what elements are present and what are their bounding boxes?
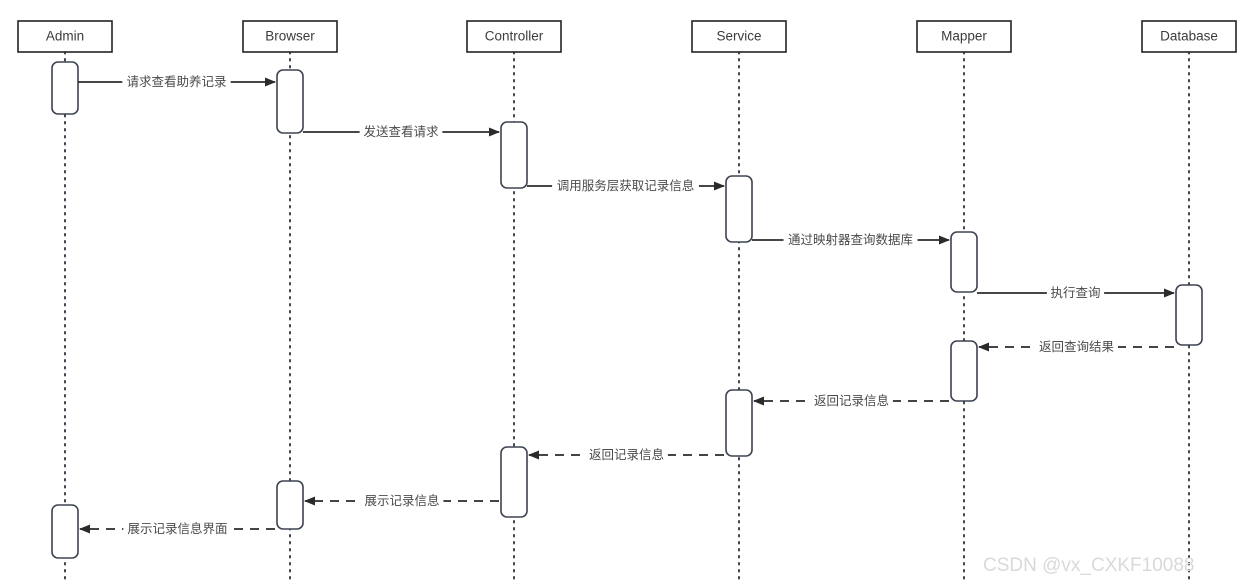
activation-bar-service <box>725 175 753 243</box>
message-1-admin-to-browser: 请求查看助养记录 <box>78 73 276 91</box>
message-label-backing <box>122 73 231 91</box>
message-label-backing <box>1035 338 1118 356</box>
message-label: 返回记录信息 <box>589 447 664 462</box>
message-label: 发送查看请求 <box>363 124 439 139</box>
message-label: 调用服务层获取记录信息 <box>557 178 695 193</box>
activation-bar-database <box>1175 284 1203 346</box>
message-3-controller-to-service: 调用服务层获取记录信息 <box>527 177 725 195</box>
participant-browser[interactable]: Browser <box>242 20 338 53</box>
message-label-backing <box>359 123 443 141</box>
message-label-backing <box>1046 284 1105 302</box>
participants-layer: Admin Browser Controller Service Mapper Datab… <box>17 20 1237 53</box>
participant-box <box>1141 20 1237 53</box>
message-9-controller-to-browser: 展示记录信息 <box>304 492 499 510</box>
message-label-backing <box>783 231 918 249</box>
participant-box <box>916 20 1012 53</box>
participant-box <box>691 20 787 53</box>
activation-bar-controller <box>500 121 528 189</box>
messages-layer: 请求查看助养记录发送查看请求调用服务层获取记录信息通过映射器查询数据库执行查询返… <box>78 73 1175 538</box>
message-label: 展示记录信息 <box>364 493 439 508</box>
activation-bar-admin <box>51 504 79 559</box>
activation-bar-admin <box>51 61 79 115</box>
message-6-database-to-mapper: 返回查询结果 <box>978 338 1174 356</box>
message-label: 请求查看助养记录 <box>126 74 226 89</box>
message-label-backing <box>123 520 232 538</box>
participant-box <box>242 20 338 53</box>
participant-label: Database <box>1160 29 1218 44</box>
participant-service[interactable]: Service <box>691 20 787 53</box>
message-label-backing <box>810 392 893 410</box>
message-label: 执行查询 <box>1050 286 1100 300</box>
participant-box <box>17 20 113 53</box>
participant-label: Browser <box>265 29 315 44</box>
activation-bar-mapper <box>950 231 978 293</box>
message-label: 返回查询结果 <box>1039 340 1115 354</box>
message-2-browser-to-controller: 发送查看请求 <box>303 123 500 141</box>
lifelines-layer <box>64 51 1190 583</box>
message-label-backing <box>360 492 444 510</box>
activation-bar-browser <box>276 480 304 530</box>
participant-label: Service <box>716 29 761 44</box>
participant-controller[interactable]: Controller <box>466 20 562 53</box>
message-label-backing <box>552 177 699 195</box>
participant-label: Mapper <box>941 29 987 44</box>
message-5-mapper-to-database: 执行查询 <box>977 284 1175 302</box>
activation-bar-browser <box>276 69 304 134</box>
participant-mapper[interactable]: Mapper <box>916 20 1012 53</box>
watermark-layer: CSDN @vx_CXKF10088 <box>983 555 1194 576</box>
message-label: 通过映射器查询数据库 <box>788 232 913 247</box>
activation-bar-mapper <box>950 340 978 402</box>
message-label: 返回记录信息 <box>814 393 889 408</box>
message-10-browser-to-admin: 展示记录信息界面 <box>79 520 275 538</box>
activation-bar-controller <box>500 446 528 518</box>
participant-label: Controller <box>485 29 544 44</box>
watermark-text: CSDN @vx_CXKF10088 <box>983 555 1194 576</box>
message-label: 展示记录信息界面 <box>127 521 227 536</box>
message-4-service-to-mapper: 通过映射器查询数据库 <box>752 231 950 249</box>
participant-database[interactable]: Database <box>1141 20 1237 53</box>
message-8-service-to-controller: 返回记录信息 <box>528 446 724 464</box>
participant-admin[interactable]: Admin <box>17 20 113 53</box>
activations-layer <box>51 61 1203 559</box>
message-7-mapper-to-service: 返回记录信息 <box>753 392 949 410</box>
participant-box <box>466 20 562 53</box>
message-label-backing <box>585 446 668 464</box>
participant-label: Admin <box>46 29 84 44</box>
activation-bar-service <box>725 389 753 457</box>
